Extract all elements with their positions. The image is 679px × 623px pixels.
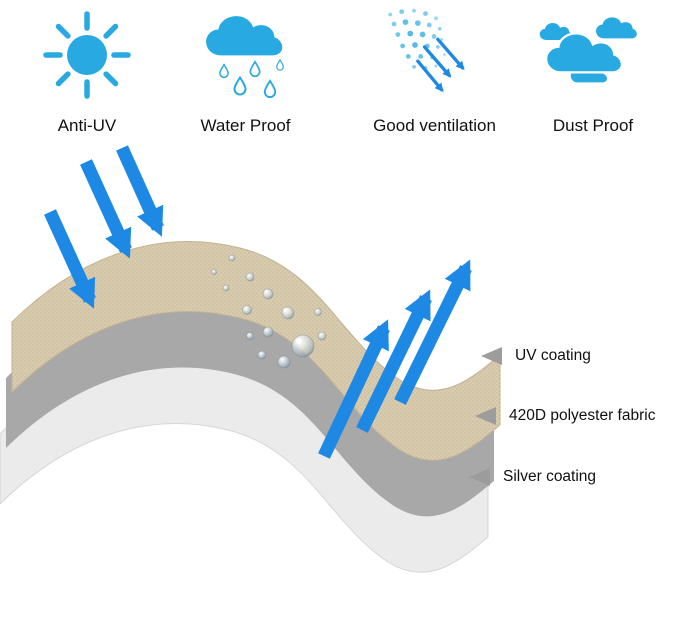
callout-silver-coating: Silver coating: [469, 468, 596, 486]
feature-dust-proof: Dust Proof: [518, 6, 668, 136]
callout-label: UV coating: [515, 347, 591, 364]
pointer-triangle-icon: [475, 407, 496, 425]
callout-polyester-fabric: 420D polyester fabric: [475, 407, 655, 425]
feature-anti-uv: Anti-UV: [12, 6, 162, 136]
callout-uv-coating: UV coating: [481, 347, 591, 365]
feature-water-proof: Water Proof: [168, 6, 323, 136]
callout-label: 420D polyester fabric: [509, 407, 656, 424]
rain-cloud-icon: [191, 6, 301, 104]
pointer-triangle-icon: [481, 347, 502, 365]
dust-clouds-icon: [537, 6, 649, 104]
spray-ventilation-icon: [373, 6, 497, 104]
pointer-triangle-icon: [469, 468, 490, 486]
sun-icon: [37, 6, 137, 104]
feature-label: Dust Proof: [552, 116, 634, 135]
feature-label: Good ventilation: [373, 116, 496, 135]
feature-good-ventilation: Good ventilation: [352, 6, 517, 136]
water-droplets: [211, 254, 327, 369]
callout-label: Silver coating: [503, 468, 597, 485]
uv-down-arrows: [44, 145, 164, 309]
feature-label: Water Proof: [200, 116, 291, 135]
feature-label: Anti-UV: [57, 116, 117, 135]
ventilation-up-arrows: [318, 259, 472, 459]
fabric-layers-diagram: [0, 145, 501, 573]
